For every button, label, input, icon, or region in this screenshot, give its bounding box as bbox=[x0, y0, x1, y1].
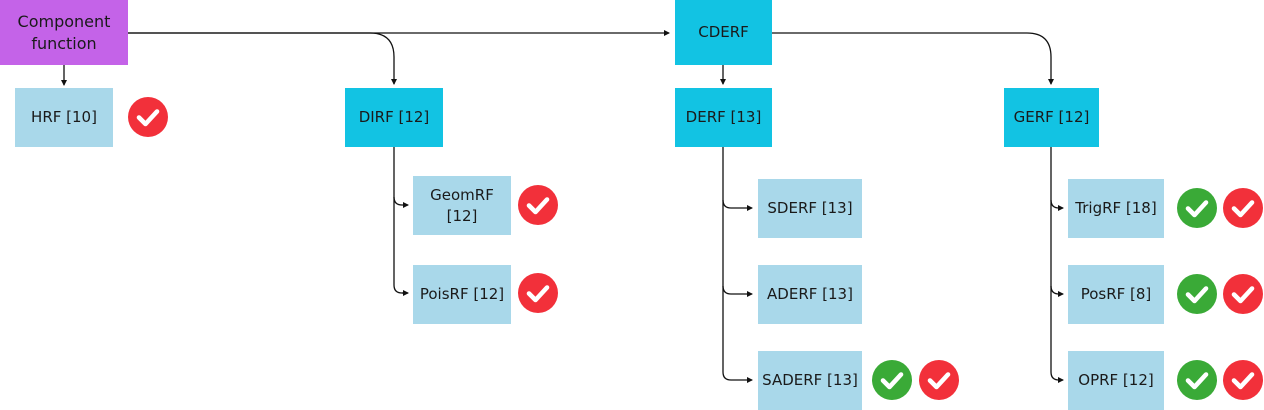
checkmark-icon bbox=[518, 273, 558, 313]
derf-node: DERF [13] bbox=[675, 88, 772, 147]
connector-root-dirf bbox=[128, 32, 397, 85]
checkmark-icon bbox=[872, 360, 912, 400]
component-function-node: Component function bbox=[0, 0, 128, 65]
checkmark-icon bbox=[1177, 360, 1217, 400]
checkmark-icon bbox=[919, 360, 959, 400]
checkmark-icon bbox=[128, 97, 168, 137]
connector-derf-aderf bbox=[722, 285, 753, 297]
checkmark-icon bbox=[1177, 274, 1217, 314]
connector-dirf-trunk bbox=[393, 147, 406, 294]
connector-derf-trunk bbox=[722, 147, 753, 383]
cderf-node: CDERF bbox=[675, 0, 772, 65]
aderf-node: ADERF [13] bbox=[758, 265, 862, 324]
dirf-node: DIRF [12] bbox=[345, 88, 443, 147]
checkmark-icon bbox=[1223, 274, 1263, 314]
geomrf-node: GeomRF [12] bbox=[413, 176, 511, 235]
connector-gerf-posrf bbox=[1050, 285, 1064, 297]
trigrf-node: TrigRF [18] bbox=[1068, 179, 1164, 238]
checkmark-icon bbox=[518, 185, 558, 225]
connector-gerf-trigrf bbox=[1050, 199, 1064, 211]
saderf-node: SADERF [13] bbox=[758, 351, 862, 410]
connector-cderf-gerf bbox=[772, 32, 1054, 85]
checkmark-icon bbox=[1177, 188, 1217, 228]
sderf-node: SDERF [13] bbox=[758, 179, 862, 238]
hrf-node: HRF [10] bbox=[15, 88, 113, 147]
connector-derf-sderf bbox=[722, 199, 753, 211]
connector-dirf-geomrf bbox=[393, 196, 409, 208]
connector-gerf-trunk bbox=[1050, 147, 1064, 383]
gerf-node: GERF [12] bbox=[1004, 88, 1099, 147]
posrf-node: PosRF [8] bbox=[1068, 265, 1164, 324]
poisrf-node: PoisRF [12] bbox=[413, 265, 511, 324]
checkmark-icon bbox=[1223, 360, 1263, 400]
oprf-node: OPRF [12] bbox=[1068, 351, 1164, 410]
checkmark-icon bbox=[1223, 188, 1263, 228]
